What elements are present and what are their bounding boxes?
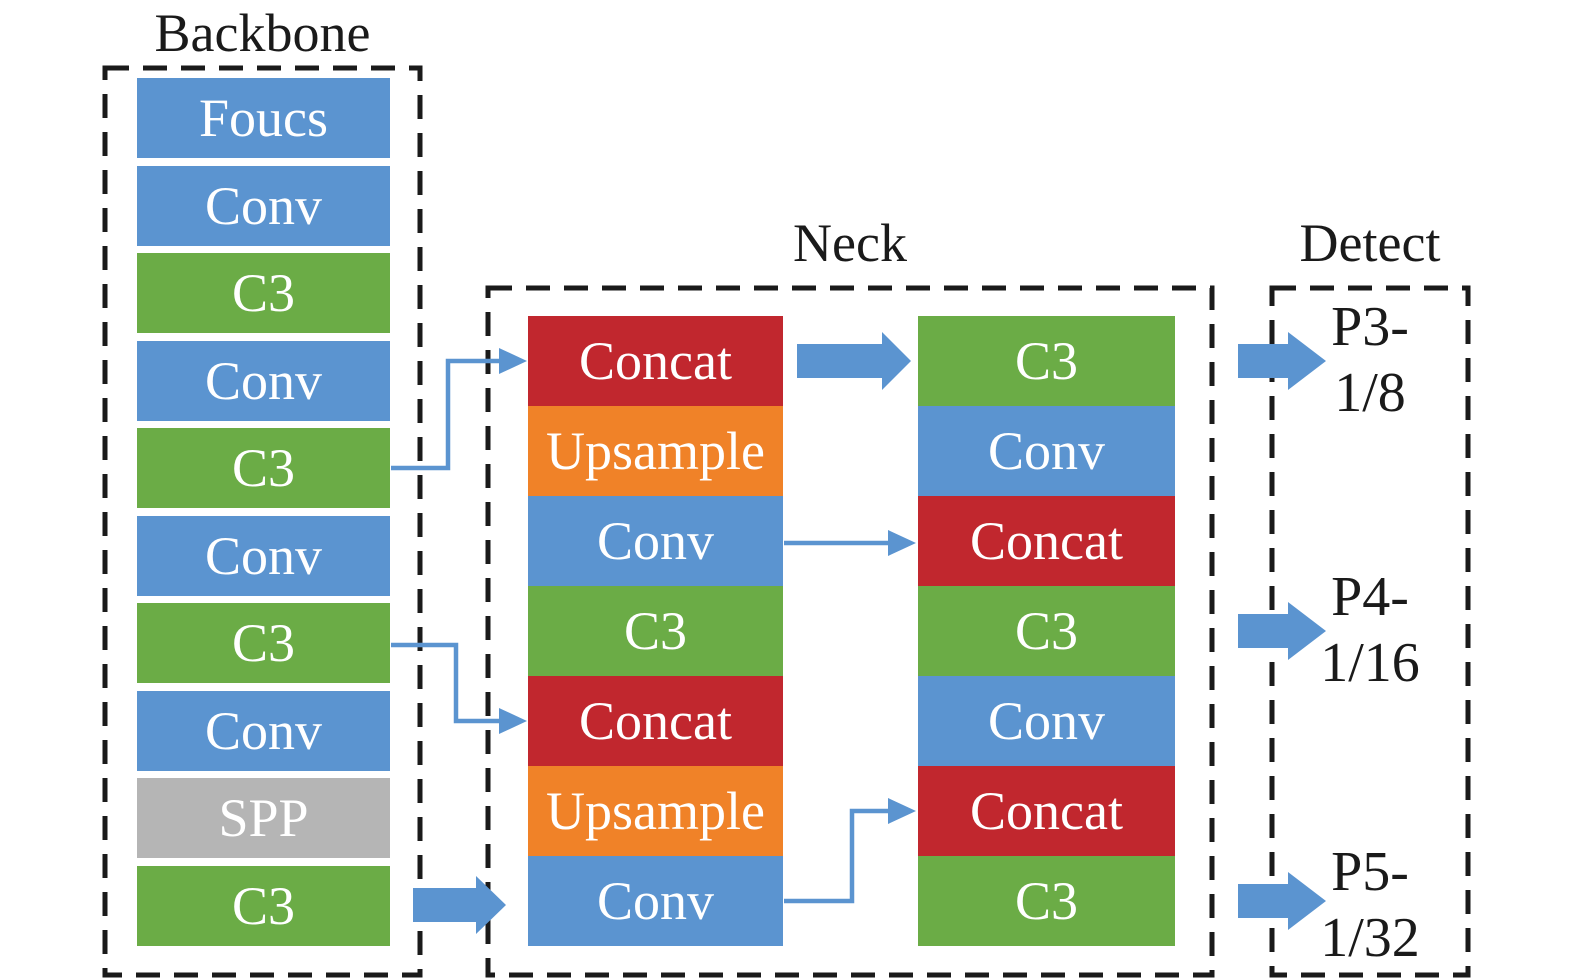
backbone-block-c3-1: C3 (137, 253, 390, 333)
neck-dashed-box (485, 285, 1215, 978)
neck-right-block-conv-2: Conv (918, 676, 1175, 766)
detect-output-p5-name: P5- (1331, 841, 1409, 903)
backbone-block-c3-4: C3 (137, 866, 390, 946)
backbone-dashed-box (102, 65, 423, 978)
arrow-to-p4-output (1238, 602, 1326, 660)
arrow-to-p3-output (1238, 332, 1326, 390)
detect-output-p3-scale: 1/8 (1334, 362, 1406, 424)
backbone-block-c3-2: C3 (137, 428, 390, 508)
detect-output-p3: P3- 1/8 (1280, 294, 1460, 426)
neck-right-block-c3-3: C3 (918, 856, 1175, 946)
backbone-block-conv-1: Conv (137, 166, 390, 246)
detect-output-p5-scale: 1/32 (1320, 907, 1420, 969)
detect-section-title: Detect (1299, 213, 1441, 273)
link-line-conv-to-concat-upper-arrowhead (888, 530, 916, 556)
neck-left-block-conv-2: Conv (528, 856, 783, 946)
link-line-conv-to-concat-lower (784, 808, 889, 904)
neck-right-block-concat-2: Concat (918, 766, 1175, 856)
link-line-conv-to-concat-lower-arrowhead (888, 798, 916, 824)
arrow-concat-to-c3 (797, 332, 911, 390)
arrow-backbone-to-neck (413, 876, 506, 934)
skip-line-backbone-c3-to-concat1-arrowhead (499, 348, 527, 374)
neck-right-block-concat-1: Concat (918, 496, 1175, 586)
skip-line-backbone-c3-to-concat1 (391, 358, 500, 471)
detect-output-p5: P5- 1/32 (1280, 839, 1460, 971)
backbone-block-conv-2: Conv (137, 341, 390, 421)
backbone-block-foucs: Foucs (137, 78, 390, 158)
backbone-block-c3-3: C3 (137, 603, 390, 683)
backbone-block-spp: SPP (137, 778, 390, 858)
detect-output-p3-name: P3- (1331, 296, 1409, 358)
neck-left-block-c3: C3 (528, 586, 783, 676)
arrow-to-p5-output (1238, 872, 1326, 930)
detect-output-p4: P4- 1/16 (1280, 564, 1460, 696)
backbone-block-conv-4: Conv (137, 691, 390, 771)
backbone-block-conv-3: Conv (137, 516, 390, 596)
detect-output-p4-scale: 1/16 (1320, 632, 1420, 694)
neck-left-block-concat-1: Concat (528, 316, 783, 406)
skip-line-backbone-c3-to-concat2 (391, 642, 500, 724)
neck-left-block-upsample-2: Upsample (528, 766, 783, 856)
neck-left-block-conv-1: Conv (528, 496, 783, 586)
neck-right-block-conv-1: Conv (918, 406, 1175, 496)
neck-left-block-upsample-1: Upsample (528, 406, 783, 496)
detect-output-p4-name: P4- (1331, 566, 1409, 628)
neck-right-block-c3-2: C3 (918, 586, 1175, 676)
backbone-section-title: Backbone (154, 3, 371, 63)
neck-section-title: Neck (793, 213, 907, 273)
neck-right-block-c3-1: C3 (918, 316, 1175, 406)
skip-line-backbone-c3-to-concat2-arrowhead (499, 708, 527, 734)
neck-left-block-concat-2: Concat (528, 676, 783, 766)
